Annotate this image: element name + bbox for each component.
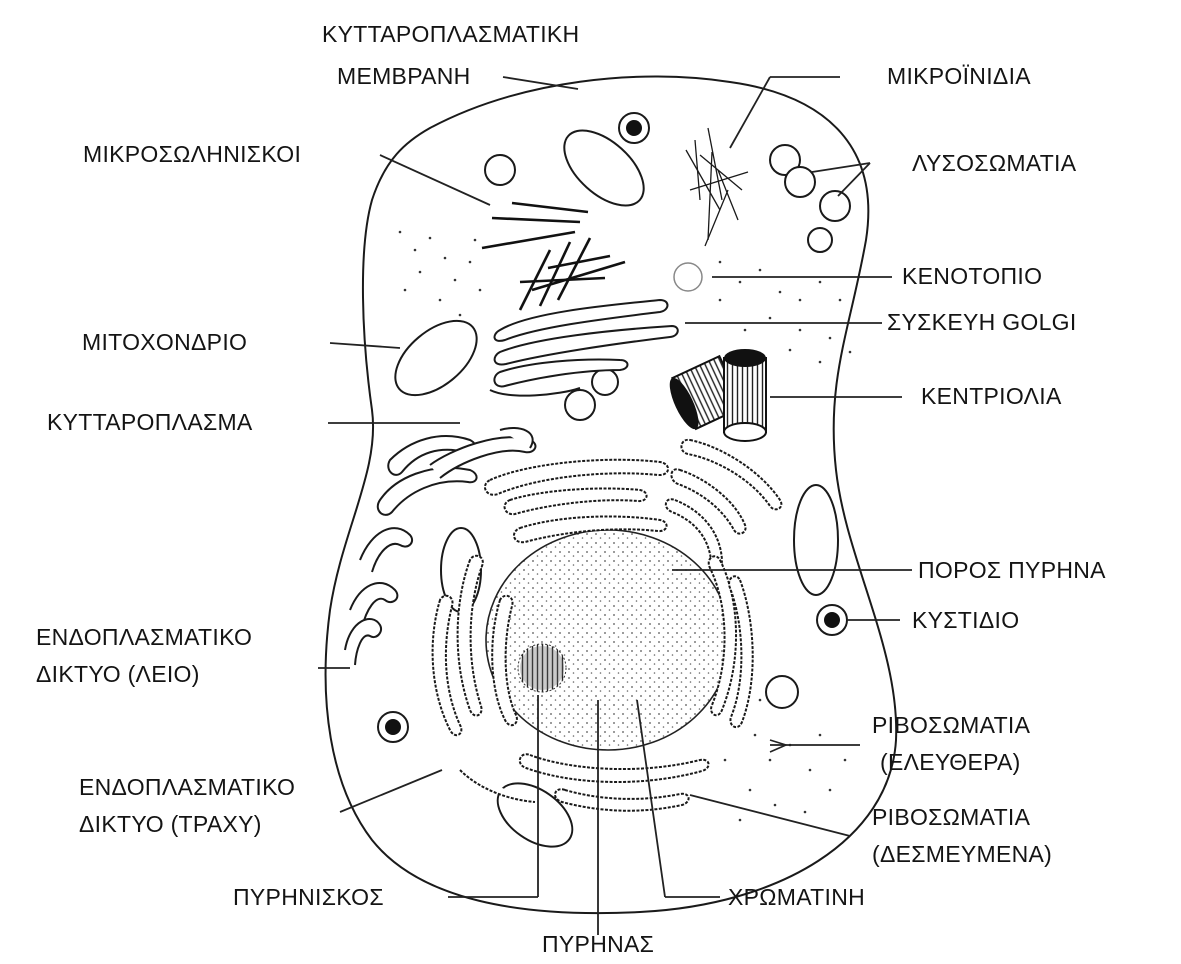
lysosome-shape [808,228,832,252]
lysosome-shape [766,676,798,708]
label-rough-er-line2: ΔΙΚΤΥΟ (ΤΡΑΧΥ) [79,811,262,837]
vacuole-shape [674,263,702,291]
label-nuclear-pore: ΠΟΡΟΣ ΠΥΡΗΝΑ [918,557,1106,583]
label-cell-membrane-line1: ΚΥΤΤΑΡΟΠΛΑΣΜΑΤΙΚΗ [322,21,579,47]
label-rough-er-line1: ΕΝΔΟΠΛΑΣΜΑΤΙΚΟ [79,774,295,800]
mitochondrion-shape [794,485,838,595]
label-bound-ribosomes-line1: ΡΙΒΟΣΩΜΑΤΙΑ [872,804,1031,830]
label-microtubules: ΜΙΚΡΟΣΩΛΗΝΙΣΚΟΙ [83,141,301,167]
label-nucleolus: ΠΥΡΗΝΙΣΚΟΣ [233,884,384,910]
lysosome-shape [592,369,618,395]
label-smooth-er-line2: ΔΙΚΤΥΟ (ΛΕΙΟ) [36,661,200,687]
label-nucleus: ΠΥΡΗΝΑΣ [542,931,654,957]
lysosome-shape [485,155,515,185]
label-centrioles: ΚΕΝΤΡΙΟΛΙΑ [921,383,1062,409]
label-free-ribosomes-line1: ΡΙΒΟΣΩΜΑΤΙΑ [872,712,1031,738]
label-cytoplasm: ΚΥΤΤΑΡΟΠΛΑΣΜΑ [47,409,253,435]
label-lysosomes: ΛΥΣΟΣΩΜΑΤΙΑ [912,150,1077,176]
lysosome-shape [785,167,815,197]
label-vesicle: ΚΥΣΤΙΔΙΟ [912,607,1019,633]
lysosome-shape [565,390,595,420]
label-chromatin: ΧΡΩΜΑΤΙΝΗ [728,884,865,910]
label-smooth-er-line1: ΕΝΔΟΠΛΑΣΜΑΤΙΚΟ [36,624,252,650]
lysosome-shape [820,191,850,221]
nucleus-shape [486,530,730,750]
label-cell-membrane-line2: ΜΕΜΒΡΑΝΗ [337,63,471,89]
label-microfilaments: ΜΙΚΡΟΪΝΙΔΙΑ [887,63,1031,89]
label-vacuole: ΚΕΝΟΤΟΠΙΟ [902,263,1042,289]
label-mitochondrion: ΜΙΤΟΧΟΝΔΡΙΟ [82,329,247,355]
label-bound-ribosomes-line2: (ΔΕΣΜΕΥΜΕΝΑ) [872,841,1052,867]
label-free-ribosomes-line2: (ΕΛΕΥΘΕΡΑ) [880,749,1021,775]
label-golgi: ΣΥΣΚΕΥΗ GOLGI [887,309,1077,335]
